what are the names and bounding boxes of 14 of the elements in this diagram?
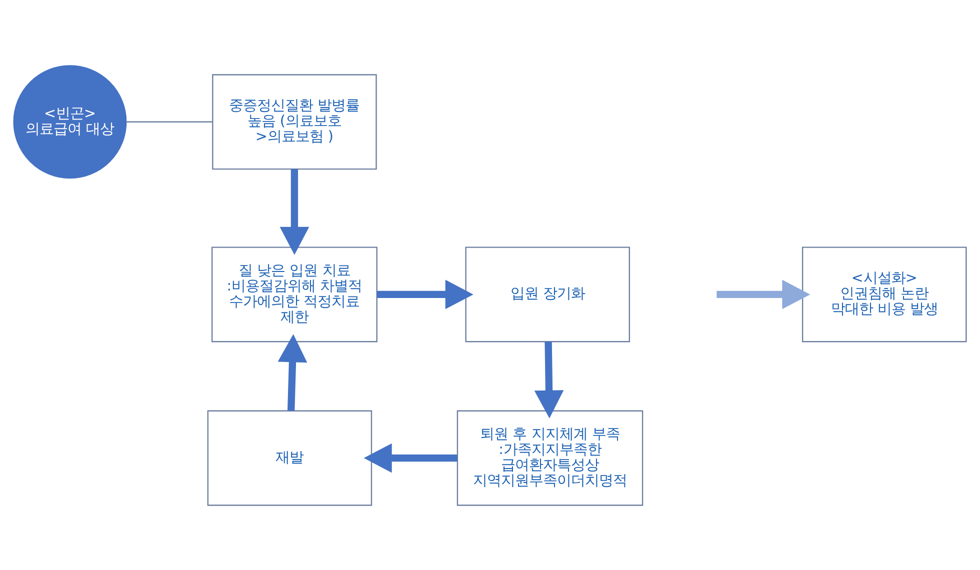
- node-box: 중증정신질환 발병률 높음 (의료보호 >의료보험 ): [212, 74, 377, 170]
- arrow: [280, 168, 310, 254]
- node-box: 퇴원 후 지지체계 부족 :가족지지부족한 급여환자특성상 지역지원부족이더치명적: [456, 410, 644, 506]
- node-box: 재발: [207, 410, 372, 506]
- node-box: 질 낮은 입원 치료 :비용절감위해 차별적 수가에의한 적정치료 제한: [211, 246, 378, 342]
- connector: [126, 120, 213, 122]
- arrow: [364, 442, 458, 472]
- node-circle: <빈곤> 의료급여 대상: [13, 64, 127, 178]
- arrow: [534, 341, 564, 418]
- node-box: <시설화> 인권침해 논란 막대한 비용 발생: [802, 246, 967, 342]
- arrow: [278, 334, 308, 410]
- node-box: 입원 장기화: [465, 246, 630, 342]
- arrow: [716, 279, 810, 309]
- arrow: [377, 279, 474, 309]
